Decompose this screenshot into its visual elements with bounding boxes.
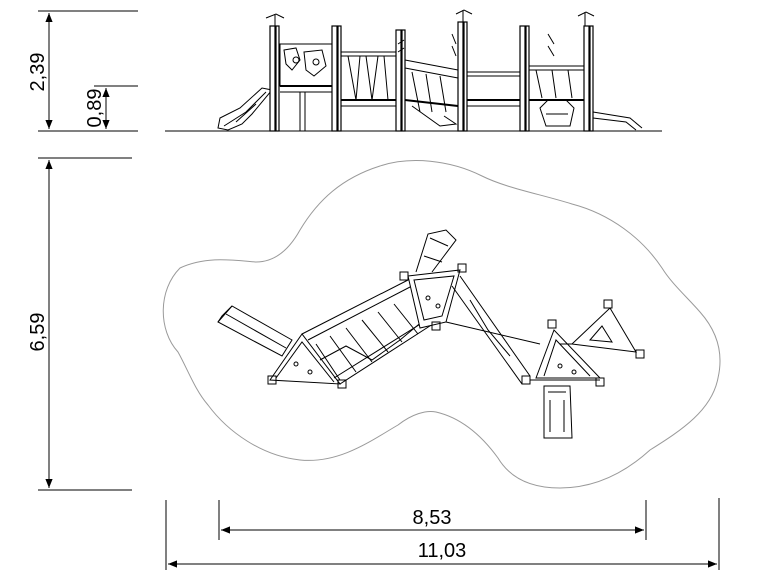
- plan-net-bridge: [301, 279, 437, 385]
- inner-width-label: 8,53: [413, 507, 452, 529]
- plan-tower-center: [399, 229, 467, 331]
- elevation-bridge-3: [467, 71, 520, 107]
- safety-zone-outline: [162, 160, 721, 489]
- plan-triangle-panel: [560, 299, 645, 359]
- total-height-label: 2,39: [27, 53, 49, 92]
- dimension-inner-width: [218, 500, 647, 540]
- dimension-total-height: [38, 10, 138, 132]
- elevation-bridge-1: [341, 51, 396, 107]
- elevation-panel-left: [279, 43, 333, 131]
- elevation-panel-right: [529, 65, 643, 131]
- elevation-view: [165, 9, 662, 132]
- elevation-bridge-2: [404, 59, 459, 127]
- dimension-outer-width: [165, 498, 720, 570]
- plan-rope-bridge: [445, 275, 541, 385]
- plan-depth-label: 6,59: [27, 313, 49, 352]
- dimension-platform-height: [94, 85, 138, 129]
- dimension-plan-depth: [38, 157, 132, 491]
- plan-slide-left: [217, 305, 293, 357]
- elevation-slide: [217, 87, 273, 131]
- platform-height-label: 0,89: [84, 89, 106, 128]
- elevation-posts: [269, 21, 594, 132]
- plan-view: [162, 160, 721, 489]
- elevation-post-caps: [265, 9, 595, 26]
- outer-width-label: 11,03: [418, 540, 467, 562]
- plan-tower-right: [521, 319, 605, 439]
